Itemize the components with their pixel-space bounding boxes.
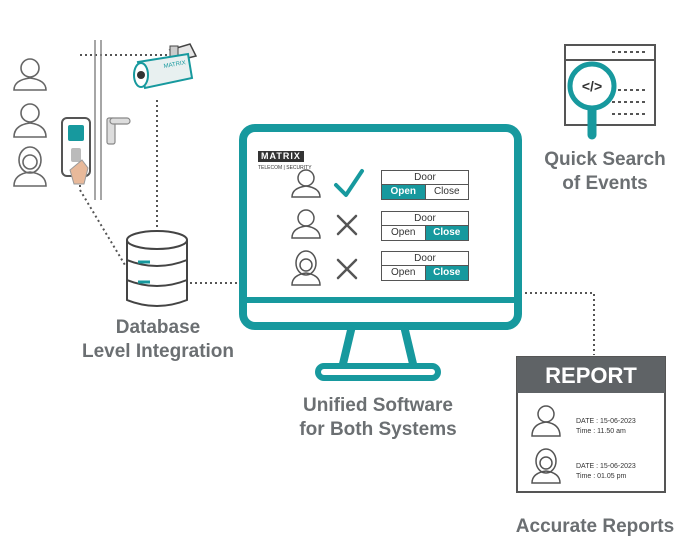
camera-brand-label: MATRIX bbox=[163, 60, 186, 70]
database-caption: Database Level Integration bbox=[58, 316, 258, 364]
software-caption-line-1: Unified Software bbox=[303, 395, 453, 416]
door-open-button[interactable]: Open bbox=[391, 267, 416, 278]
door-open-button[interactable]: Open bbox=[382, 185, 425, 199]
database-caption-line-2: Level Integration bbox=[81, 341, 235, 362]
software-caption-line-2: for Both Systems bbox=[299, 419, 457, 440]
report-entry-time: Time : 01.05 pm bbox=[576, 473, 627, 480]
screen-person-icon-3 bbox=[291, 250, 321, 286]
report-entry-date: DATE : 15-06-2023 bbox=[576, 463, 636, 470]
cross-icon-1 bbox=[336, 214, 358, 236]
database-caption-line-1: Database bbox=[115, 317, 201, 338]
magnifier-icon: </> bbox=[567, 61, 617, 140]
door-control-3: Door Open Close bbox=[381, 251, 469, 281]
door-control-1: Door Open Close bbox=[381, 170, 469, 200]
reports-caption: Accurate Reports bbox=[515, 516, 675, 537]
screen-person-icon-1 bbox=[291, 169, 321, 198]
brand-tagline: TELECOM | SECURITY bbox=[258, 165, 312, 171]
biometric-reader-icon bbox=[61, 117, 91, 185]
report-entry-1: DATE : 15-06-2023 Time : 11.50 am bbox=[576, 417, 636, 437]
database-icon bbox=[126, 230, 188, 307]
person-icon-1 bbox=[13, 58, 47, 91]
report-person-icon-1 bbox=[531, 405, 561, 437]
report-card bbox=[516, 356, 666, 493]
brand-logo: MATRIX TELECOM | SECURITY bbox=[258, 146, 312, 172]
door-frame bbox=[94, 40, 102, 200]
camera-icon bbox=[133, 43, 198, 90]
door-handle-icon bbox=[106, 117, 131, 145]
door-title: Door bbox=[382, 252, 468, 266]
connector-monitor-report bbox=[520, 292, 595, 355]
door-close-button[interactable]: Close bbox=[424, 266, 468, 280]
connector-reader-database bbox=[79, 175, 126, 266]
report-person-icon-2 bbox=[531, 448, 561, 484]
door-open-button[interactable]: Open bbox=[391, 227, 416, 238]
door-close-button[interactable]: Close bbox=[424, 226, 468, 240]
check-icon bbox=[334, 169, 364, 197]
person-icon-3 bbox=[13, 146, 47, 187]
search-caption-line-1: Quick Search bbox=[544, 149, 666, 170]
software-caption: Unified Software for Both Systems bbox=[268, 394, 488, 442]
door-control-2: Door Open Close bbox=[381, 211, 469, 241]
door-title: Door bbox=[382, 212, 468, 226]
cross-icon-2 bbox=[336, 258, 358, 280]
report-entry-time: Time : 11.50 am bbox=[576, 428, 626, 435]
search-caption-line-2: of Events bbox=[562, 173, 648, 194]
door-title: Door bbox=[382, 171, 468, 185]
svg-text:</>: </> bbox=[582, 78, 602, 94]
screen-person-icon-2 bbox=[291, 209, 321, 239]
person-icon-2 bbox=[13, 103, 47, 138]
search-caption: Quick Search of Events bbox=[520, 148, 690, 196]
door-close-button[interactable]: Close bbox=[424, 185, 469, 199]
report-title: REPORT bbox=[545, 363, 637, 388]
report-entry-date: DATE : 15-06-2023 bbox=[576, 418, 636, 425]
brand-name: MATRIX bbox=[258, 151, 304, 162]
report-entry-2: DATE : 15-06-2023 Time : 01.05 pm bbox=[576, 462, 636, 482]
